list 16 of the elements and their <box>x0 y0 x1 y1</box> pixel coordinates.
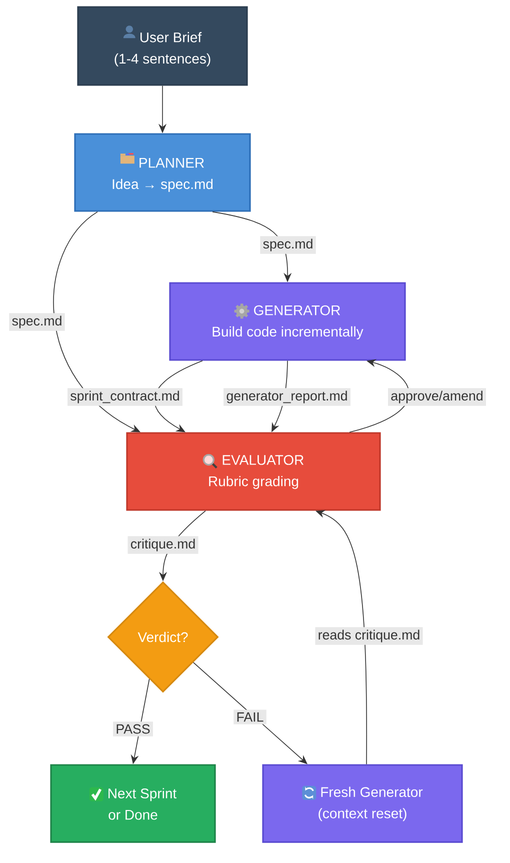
edge-label: critique.md <box>128 536 198 554</box>
edge-label: approve/amend <box>388 388 486 406</box>
process-box: PLANNER Idea → spec.md <box>74 133 251 212</box>
process-box: GENERATOR Build code incrementally <box>169 282 406 361</box>
edge-label: PASS <box>113 722 153 736</box>
process-box: EVALUATOR Rubric grading <box>126 432 381 511</box>
edge-label: spec.md <box>260 236 316 254</box>
process-box: User Brief (1-4 sentences) <box>77 6 248 86</box>
edge-label: spec.md <box>9 313 65 331</box>
edge-label: FAIL <box>234 710 266 724</box>
edge-label: sprint_contract.md <box>68 388 182 406</box>
edge-label: reads critique.md <box>315 627 423 645</box>
arrow <box>349 359 410 433</box>
process-box: Next Sprint or Done <box>50 764 216 843</box>
edge-label: generator_report.md <box>224 388 350 406</box>
process-box: Fresh Generator (context reset) <box>262 764 463 843</box>
